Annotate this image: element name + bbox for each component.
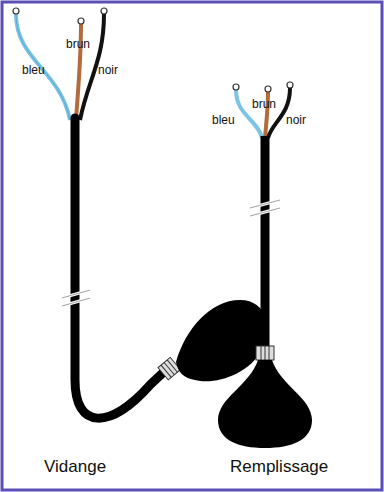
caption-text: Remplissage: [230, 458, 328, 475]
wire-label: noir: [286, 114, 306, 126]
wire-label: noir: [98, 64, 118, 76]
wire-label: bleu: [22, 64, 45, 76]
wire-label: brun: [66, 38, 90, 50]
caption-text: Vidange: [44, 458, 106, 475]
left-switch: [13, 8, 267, 418]
wire-label: brun: [252, 98, 276, 110]
wire-label: bleu: [212, 114, 235, 126]
right-switch: [218, 82, 312, 448]
